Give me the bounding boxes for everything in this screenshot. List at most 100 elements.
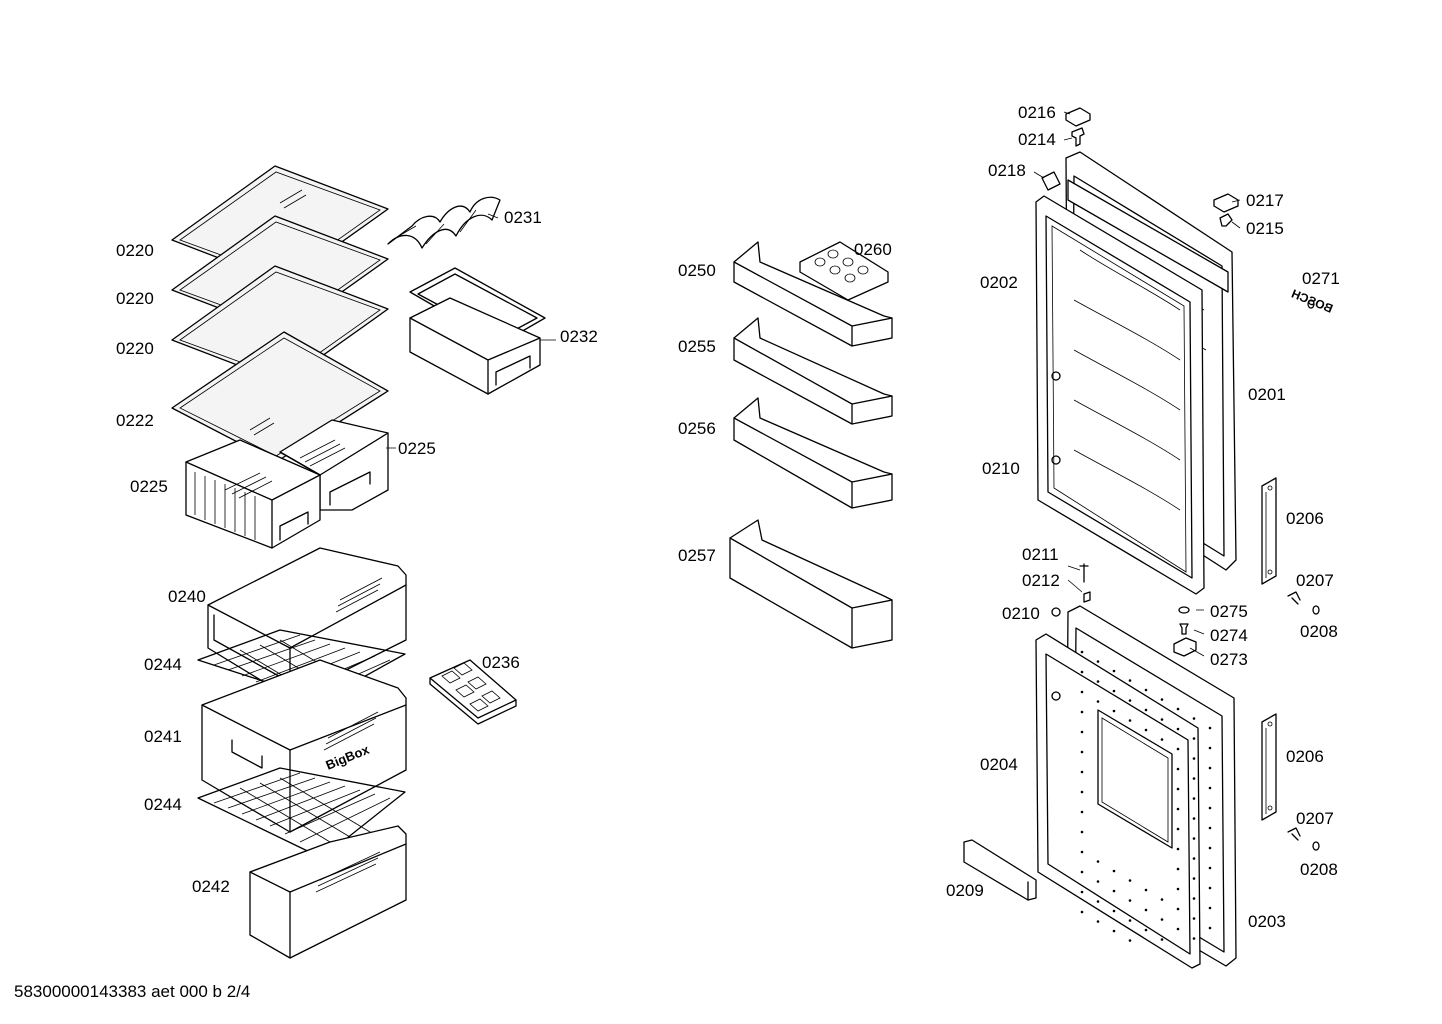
vegetable-bin-left (185, 439, 321, 549)
door-dot (1112, 709, 1116, 713)
label-0225-right: 0225 (398, 439, 436, 458)
label-0225-left: 0225 (130, 477, 168, 496)
label-0203: 0203 (1248, 912, 1286, 931)
door-dot (1192, 897, 1196, 900)
hinge-bush-0210 (1051, 371, 1061, 701)
plate-0218 (1041, 171, 1061, 191)
label-0207-bottom: 0207 (1296, 809, 1334, 828)
door-logo-0271: BOSCH (1289, 287, 1334, 316)
door-dot (1208, 826, 1212, 830)
washer-0208-bottom (1312, 841, 1320, 851)
door-dot (1080, 770, 1084, 774)
label-0232: 0232 (560, 327, 598, 346)
pin-0211 (1079, 563, 1089, 583)
door-dot (1160, 698, 1164, 701)
freezer-drawer-bottom (249, 825, 407, 959)
door-dot (1160, 738, 1164, 741)
door-dot (1192, 737, 1196, 740)
label-0241: 0241 (144, 727, 182, 746)
door-dot (1080, 890, 1084, 894)
door-rack-0256 (733, 397, 893, 509)
door-dot (1192, 717, 1196, 720)
door-dot (1176, 927, 1180, 931)
label-0255: 0255 (678, 337, 716, 356)
door-logo-text: BOSCH (1289, 287, 1334, 316)
door-dot (1128, 879, 1132, 882)
door-dot (1192, 917, 1196, 920)
door-dot (1128, 699, 1132, 702)
door-dot (1176, 767, 1180, 771)
bush-0212 (1083, 591, 1091, 603)
label-0271: 0271 (1302, 269, 1340, 288)
ice-cube-tray (429, 659, 517, 725)
door-dot (1128, 939, 1132, 942)
label-0220-c: 0220 (116, 339, 154, 358)
hinge-pin-0215 (1219, 213, 1233, 227)
door-dot (1208, 786, 1212, 790)
door-dot (1160, 918, 1164, 921)
leader-lines (386, 111, 1241, 657)
label-0216: 0216 (1018, 103, 1056, 122)
label-0274: 0274 (1210, 626, 1248, 645)
label-0220-b: 0220 (116, 289, 154, 308)
door-dot (1096, 860, 1100, 863)
label-0236: 0236 (482, 653, 520, 672)
door-dot (1144, 928, 1148, 932)
crisper-tray (409, 267, 546, 395)
door-dot (1176, 847, 1180, 851)
door-dot (1208, 746, 1212, 750)
door-dot (1192, 837, 1196, 840)
door-dot (1208, 926, 1212, 930)
label-0217: 0217 (1246, 191, 1284, 210)
door-dot (1112, 869, 1116, 873)
door-dot (1096, 680, 1100, 683)
label-0204: 0204 (980, 755, 1018, 774)
door-dot (1112, 929, 1116, 933)
label-0244-bottom: 0244 (144, 795, 182, 814)
door-dot (1176, 747, 1180, 751)
hinge-0273 (1173, 637, 1197, 657)
door-rack-0250 (733, 241, 893, 347)
door-dot (1208, 806, 1212, 810)
label-0212: 0212 (1022, 571, 1060, 590)
label-0240: 0240 (168, 587, 206, 606)
door-dot (1144, 888, 1148, 892)
label-0215: 0215 (1246, 219, 1284, 238)
door-dot (1080, 710, 1084, 714)
label-0222: 0222 (116, 411, 154, 430)
door-dot (1128, 919, 1132, 922)
label-0244-top: 0244 (144, 655, 182, 674)
door-dot (1192, 757, 1196, 760)
door-dot (1176, 727, 1180, 731)
label-0209: 0209 (946, 881, 984, 900)
hinge-cover-0216 (1065, 107, 1091, 127)
door-handle-bottom (1261, 713, 1277, 821)
door-dot (1208, 906, 1212, 910)
screw-0274 (1179, 623, 1189, 635)
screw-0207-bottom (1287, 827, 1301, 841)
label-0273: 0273 (1210, 650, 1248, 669)
door-dot (1208, 866, 1212, 870)
door-dot (1096, 920, 1100, 923)
label-0260: 0260 (854, 240, 892, 259)
door-dot (1160, 938, 1164, 941)
washer-0275 (1178, 606, 1190, 614)
door-dot (1080, 750, 1084, 754)
label-0210-bottom: 0210 (1002, 604, 1040, 623)
label-0202: 0202 (980, 273, 1018, 292)
part-labels: 0220 0220 0220 0222 0225 0225 0231 0232 … (116, 103, 1340, 931)
door-dot (1112, 909, 1116, 913)
label-0275: 0275 (1210, 602, 1248, 621)
door-dot (1192, 877, 1196, 880)
label-0256: 0256 (678, 419, 716, 438)
door-dot (1208, 846, 1212, 850)
hinge-pin-0214 (1071, 127, 1085, 147)
door-dot (1160, 898, 1164, 901)
door-dot (1192, 937, 1196, 940)
label-0207-top: 0207 (1296, 571, 1334, 590)
lower-door-gasket (1035, 633, 1201, 969)
door-dots (1080, 650, 1212, 942)
door-dot (1080, 730, 1084, 734)
door-dot (1176, 887, 1180, 891)
door-dot (1176, 827, 1180, 831)
